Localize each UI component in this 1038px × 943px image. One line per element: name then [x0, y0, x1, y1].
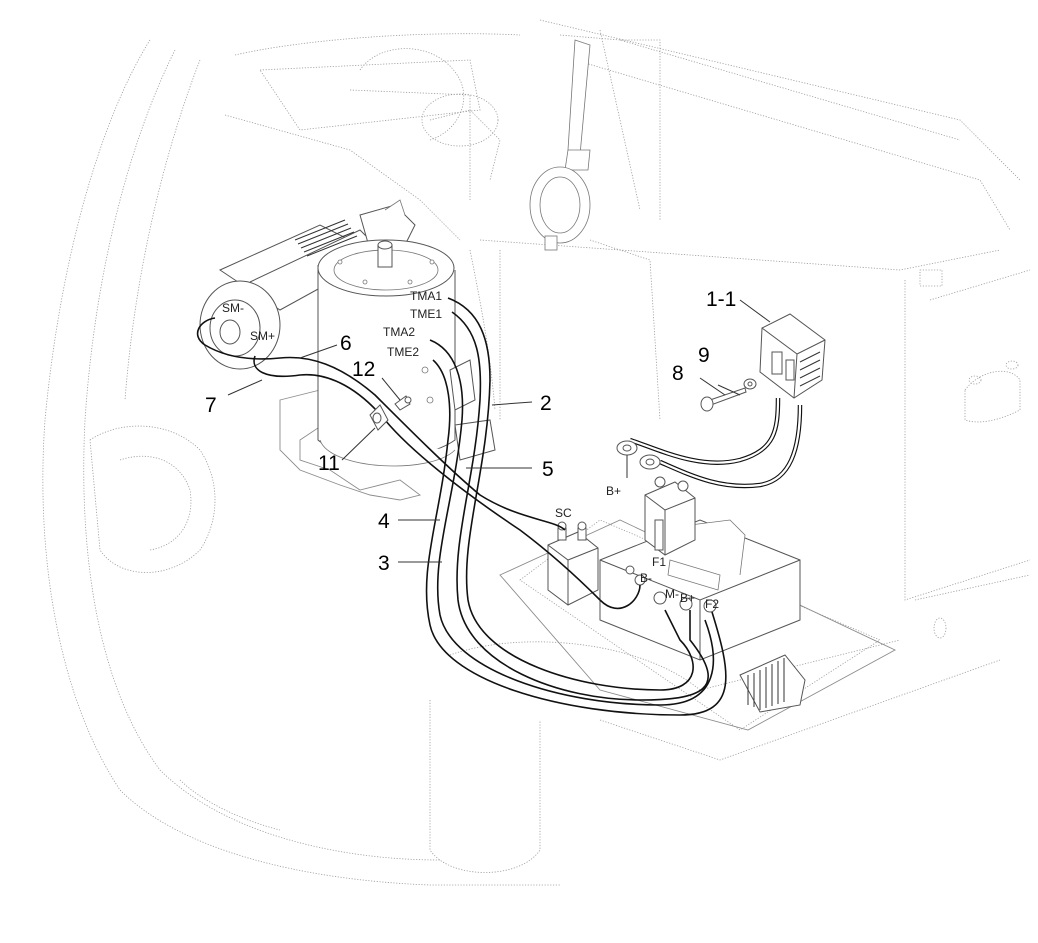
terminal-m-minus: M-	[665, 587, 679, 601]
motor-cable-bundle	[425, 297, 727, 716]
terminal-f1: F1	[652, 555, 666, 569]
terminal-sc: SC	[555, 506, 572, 520]
callout-9: 9	[698, 344, 710, 367]
truck-body-outline	[42, 19, 1031, 886]
callout-1-1: 1-1	[706, 288, 736, 311]
contactor-right	[644, 476, 696, 556]
callout-7: 7	[205, 394, 217, 417]
callout-2: 2	[540, 392, 552, 415]
signal-cables	[196, 317, 641, 610]
terminal-labels: SM- SM+ TMA1 TME1 TMA2 TME2 SC B+ F1 B- …	[222, 289, 719, 611]
cable-gland	[394, 395, 412, 411]
callout-3: 3	[378, 552, 390, 575]
battery-connector	[616, 313, 826, 489]
bolt-and-washer	[700, 378, 757, 412]
callout-6: 6	[340, 332, 352, 355]
terminal-b-minus: B-	[640, 571, 652, 585]
heat-sink	[739, 654, 806, 713]
controller-unit	[599, 519, 806, 713]
callout-11: 11	[318, 452, 340, 475]
callout-labels: 1-1 9 8 2 5 4 3 6 7 12 11	[205, 288, 736, 575]
motor-assembly	[199, 199, 496, 467]
terminal-tme1: TME1	[410, 307, 442, 321]
callout-8: 8	[672, 362, 684, 385]
steering-column	[529, 39, 591, 251]
terminal-tma1: TMA1	[410, 289, 442, 303]
callout-5: 5	[542, 458, 554, 481]
terminal-b-plus: B+	[680, 591, 695, 605]
motor-cooling-fins	[294, 219, 358, 257]
terminal-f2: F2	[705, 597, 719, 611]
leader-lines	[227, 299, 771, 563]
terminal-b-plus-top: B+	[606, 484, 621, 498]
terminal-tme2: TME2	[387, 345, 419, 359]
terminal-sm-minus: SM-	[222, 301, 244, 315]
terminal-tma2: TMA2	[383, 325, 415, 339]
cable-clip	[369, 404, 389, 431]
callout-4: 4	[378, 510, 390, 533]
contactor-left	[547, 521, 599, 606]
callout-12: 12	[352, 358, 375, 381]
terminal-sm-plus: SM+	[250, 329, 275, 343]
